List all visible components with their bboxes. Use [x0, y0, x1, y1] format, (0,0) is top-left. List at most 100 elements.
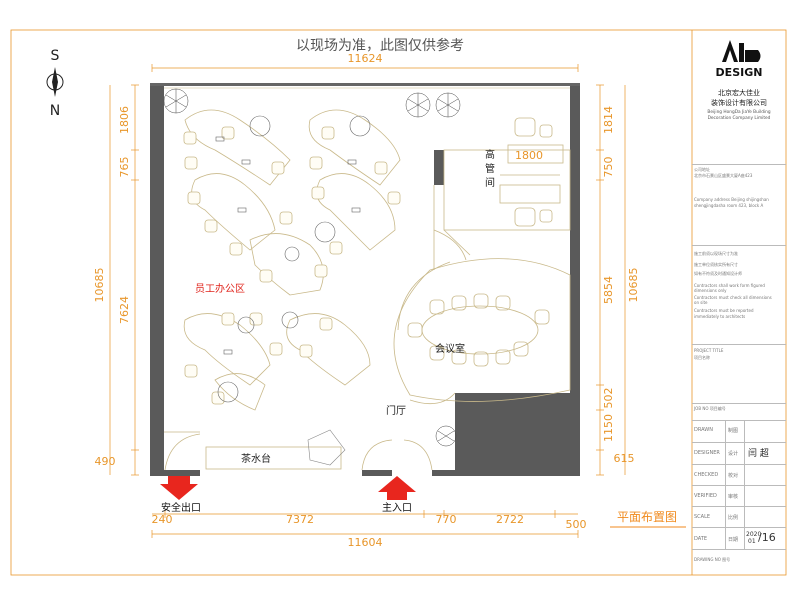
company-logo-icon — [722, 40, 761, 62]
date-day: /16 — [758, 531, 776, 544]
lobby-sofa-icon — [307, 429, 346, 466]
dim-right-3: 5854 — [602, 276, 615, 304]
designer-label: DESIGNER — [694, 450, 720, 456]
manager-room-partitions — [443, 117, 571, 256]
dim-bottom-1: 240 — [152, 513, 173, 526]
notes-cn-2: 施工单位须核实所有尺寸 — [694, 262, 738, 267]
safety-exit-arrow-icon — [160, 476, 198, 500]
notes-cn-3: 如有不符须及时通知设计师 — [694, 271, 742, 276]
checked-label: CHECKED — [694, 472, 719, 478]
verified-label: VERIFIED — [694, 493, 717, 499]
notes-en-1: Contractors shall work form figured — [694, 283, 765, 288]
dim-bottom-2: 7372 — [286, 513, 314, 526]
lobby-elements — [164, 185, 467, 471]
dim-office-width: 1800 — [515, 149, 543, 162]
company-name-cn-2: 装饰设计有限公司 — [711, 99, 767, 107]
dimension-lines — [109, 64, 626, 538]
date-month: 01 — [748, 538, 756, 545]
drawing-no-label: DRAWING NO 图号 — [694, 557, 731, 562]
main-entrance-arrow-icon — [378, 476, 416, 500]
address-en-2: shengjingdasha room 423, block A — [694, 203, 764, 208]
room-label-manager-3: 间 — [485, 176, 495, 189]
meeting-chairs — [407, 293, 550, 367]
project-title-value: 项目名称 — [694, 355, 710, 360]
job-no-label: JOB NO 项目编号 — [694, 406, 726, 411]
company-name-cn-1: 北京宏大佳业 — [718, 89, 760, 97]
room-label-lobby: 门厅 — [386, 404, 406, 417]
address-cn: 北京市石景山区盛景大厦A座423 — [694, 173, 753, 178]
notes-en-3: Contractors must check all dimensions — [694, 295, 772, 300]
safety-exit-label: 安全出口 — [161, 501, 201, 514]
room-label-meeting: 会议室 — [435, 342, 465, 355]
south-wall-mid — [362, 470, 392, 476]
dim-left-4: 490 — [95, 455, 116, 468]
drawn-cn: 制图 — [728, 428, 739, 434]
notes-en-4: on site — [694, 300, 708, 305]
scale-cn: 比例 — [728, 515, 739, 521]
workstations — [183, 109, 401, 411]
dim-right-6: 615 — [614, 452, 635, 465]
east-wall — [570, 83, 580, 393]
designer-cn: 设计 — [728, 451, 739, 457]
date-year: 2020 — [746, 531, 762, 538]
tea-bar-counter — [205, 446, 342, 470]
company-name-en-2: Decoration Company Limited — [707, 116, 771, 121]
title-block: DESIGN 北京宏大佳业 装饰设计有限公司 Beijing HongDa Ji… — [692, 30, 786, 575]
west-wall — [150, 83, 164, 476]
south-wall-left — [150, 470, 200, 476]
dim-right-5: 1150 — [602, 414, 615, 442]
notes-en-5: Contractors must be reported — [694, 308, 754, 313]
compass-south: S — [51, 48, 60, 64]
address-label: 公司地址 — [694, 167, 710, 172]
dimension-labels-vertical: 1806 765 7624 10685 490 1814 750 5854 50… — [93, 106, 640, 468]
notes-en-6: immediately to architects — [694, 314, 746, 319]
dim-right-2: 750 — [602, 157, 615, 178]
plant-icons — [163, 88, 461, 447]
dim-right-4: 502 — [602, 388, 615, 409]
designer-value: 闫 超 — [748, 449, 769, 459]
core-column — [434, 150, 444, 185]
desk-equipment — [215, 115, 371, 403]
dim-bottom-4: 2722 — [496, 513, 524, 526]
room-label-tea-bar: 茶水台 — [241, 452, 271, 465]
verified-cn: 审核 — [728, 494, 739, 500]
dim-right-1: 1814 — [602, 106, 615, 134]
notes-cn-1: 施工前须以现场尺寸为准 — [694, 251, 738, 256]
drawn-label: DRAWN — [694, 427, 713, 433]
compass-north: N — [50, 103, 60, 119]
room-label-manager-2: 管 — [485, 162, 495, 175]
staff-chairs — [183, 126, 401, 405]
address-en-1: Company address Beijing shijingshan — [694, 197, 769, 202]
notes-en-2: dimensions only — [694, 288, 727, 293]
dim-bottom-total: 11604 — [348, 536, 383, 549]
notice-text: 以现场为准，此图仅供参考 — [296, 37, 464, 54]
scale-label: SCALE — [694, 514, 711, 520]
meeting-room — [393, 258, 571, 402]
company-name-en-1: Beijing HongDa JiaYe Building — [707, 110, 771, 115]
room-label-staff-office: 员工办公区 — [195, 282, 245, 295]
logo-text: DESIGN — [715, 66, 763, 79]
dimension-labels: 11624 11604 240 7372 770 2722 500 1800 — [152, 52, 587, 549]
compass-icon: S N — [46, 48, 64, 119]
drawing-title: 平面布置图 — [617, 510, 677, 524]
dim-left-total: 10685 — [93, 268, 106, 303]
dim-bottom-5: 500 — [566, 518, 587, 531]
checked-cn: 校对 — [728, 473, 739, 479]
project-title-label: PROJECT TITLE — [694, 348, 724, 353]
main-entrance-label: 主入口 — [382, 502, 412, 514]
dim-left-1: 1806 — [118, 106, 131, 134]
service-core — [455, 393, 580, 476]
dim-top-total: 11624 — [348, 52, 383, 65]
dim-left-3: 7624 — [118, 296, 131, 324]
south-wall-right — [432, 470, 456, 476]
drawing-frame — [10, 29, 787, 576]
dim-bottom-3: 770 — [436, 513, 457, 526]
date-cn: 日期 — [728, 537, 739, 543]
date-label: DATE — [694, 536, 708, 542]
dim-right-total: 10685 — [627, 268, 640, 303]
dim-left-2: 765 — [118, 157, 131, 178]
walls — [150, 83, 580, 476]
room-label-manager-1: 高 — [485, 148, 495, 161]
north-wall — [150, 83, 580, 86]
